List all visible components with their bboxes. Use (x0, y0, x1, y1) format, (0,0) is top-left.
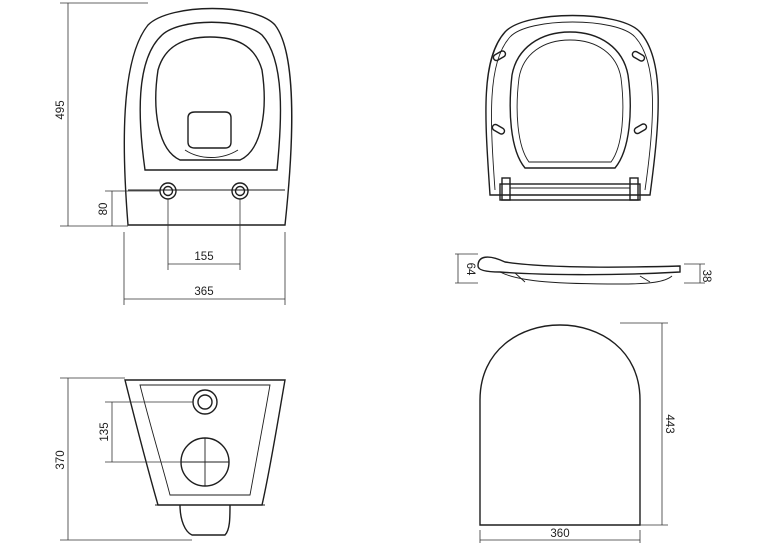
dimension-label-38: 38 (700, 270, 712, 283)
lid-view (479, 324, 641, 526)
lid-dimensions (479, 322, 668, 543)
dimension-label-80: 80 (98, 203, 110, 216)
dimension-label-155: 155 (194, 251, 213, 263)
bowl-back-dimensions (60, 377, 193, 541)
seat-side-dimensions (455, 253, 705, 284)
dimension-label-370: 370 (55, 450, 67, 469)
bowl-top-dimensions (60, 2, 286, 305)
seat-top-view (485, 14, 659, 201)
bowl-back-view (124, 379, 286, 536)
dimension-label-365: 365 (194, 286, 213, 298)
dimension-label-64: 64 (464, 263, 476, 276)
dimension-label-360: 360 (550, 528, 569, 540)
dimension-label-495: 495 (55, 100, 67, 119)
bowl-top-view (123, 7, 293, 226)
seat-side-view (477, 256, 681, 285)
dimension-label-443: 443 (663, 414, 675, 433)
dimension-label-135: 135 (99, 422, 111, 441)
